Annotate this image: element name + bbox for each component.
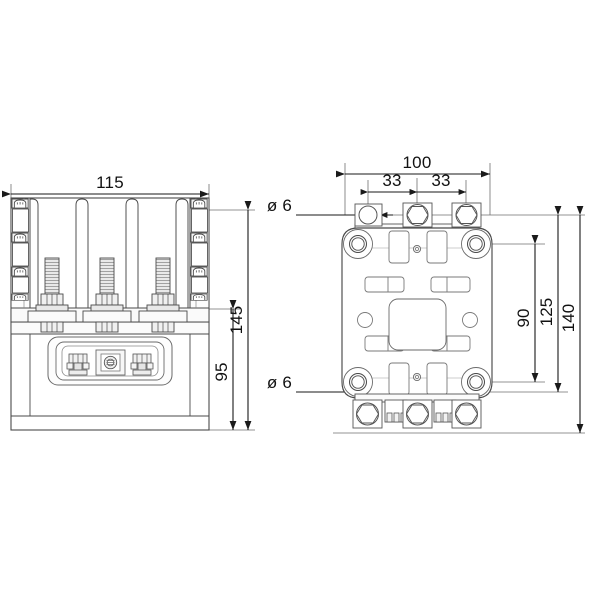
front-left-rail — [10, 197, 31, 309]
dim-100-label: 100 — [403, 153, 432, 172]
dim-dia6-top-label: ø 6 — [267, 196, 292, 215]
slot-lower-left — [388, 362, 410, 396]
top-small-screws — [412, 244, 422, 382]
small-screw-bottom-slot — [415, 375, 419, 379]
dim-90: 90 — [514, 235, 539, 382]
round-hole-right — [462, 312, 478, 328]
bottom-terminal-1 — [352, 399, 383, 429]
slot-upper-left — [388, 230, 410, 264]
dim-140-label: 140 — [559, 304, 578, 332]
dim-33-right-label: 33 — [431, 171, 450, 190]
bottom-terminal-strip — [352, 393, 482, 429]
top-terminal-1 — [354, 203, 383, 227]
bottom-terminal-2 — [402, 399, 433, 429]
mounting-hole-bottom-right — [461, 367, 491, 397]
dim-33-left-label: 33 — [382, 171, 401, 190]
dim-125-label: 125 — [537, 298, 556, 326]
top-view-group: 100 33 33 ø 6 ø 6 90 — [267, 153, 585, 434]
dim-95-label: 95 — [212, 363, 231, 382]
round-hole-left — [357, 312, 373, 328]
dim-90-label: 90 — [514, 309, 533, 328]
front-view-group: 115 145 95 — [2, 173, 255, 431]
slot-upper-right — [426, 230, 448, 264]
front-power-stud-1 — [27, 257, 77, 333]
mounting-hole-top-right — [461, 229, 491, 259]
mounting-hole-bottom-left — [343, 367, 373, 397]
front-right-rail — [189, 197, 210, 309]
dim-95: 95 — [212, 300, 237, 430]
bottom-terminal-3 — [451, 399, 482, 429]
front-coil-screw-left — [66, 353, 90, 376]
small-screw-top-slot — [415, 247, 419, 251]
top-terminal-2 — [402, 202, 433, 228]
dim-115: 115 — [2, 173, 209, 198]
mounting-hole-top-left — [343, 229, 373, 259]
dim-33-right: 33 — [409, 171, 466, 195]
front-center-screw — [95, 349, 126, 376]
dim-125: 125 — [537, 206, 562, 392]
slot-wide-upper-left — [364, 276, 405, 293]
top-mounting-ears — [343, 229, 491, 397]
slot-wide-upper-right — [430, 276, 471, 293]
dim-140: 140 — [559, 206, 584, 433]
front-power-stud-2 — [82, 257, 132, 333]
dim-33-left: 33 — [360, 171, 417, 195]
dim-145-label: 145 — [227, 306, 246, 334]
center-pocket — [388, 298, 447, 351]
slot-lower-right — [426, 362, 448, 396]
dim-100: 100 — [336, 153, 490, 178]
top-interior-features — [357, 230, 478, 396]
front-power-stud-3 — [138, 257, 188, 333]
dim-dia6-bottom-label: ø 6 — [267, 373, 292, 392]
dim-115-label: 115 — [96, 173, 124, 192]
front-coil-screw-right — [130, 353, 154, 376]
top-terminal-3 — [451, 202, 482, 228]
